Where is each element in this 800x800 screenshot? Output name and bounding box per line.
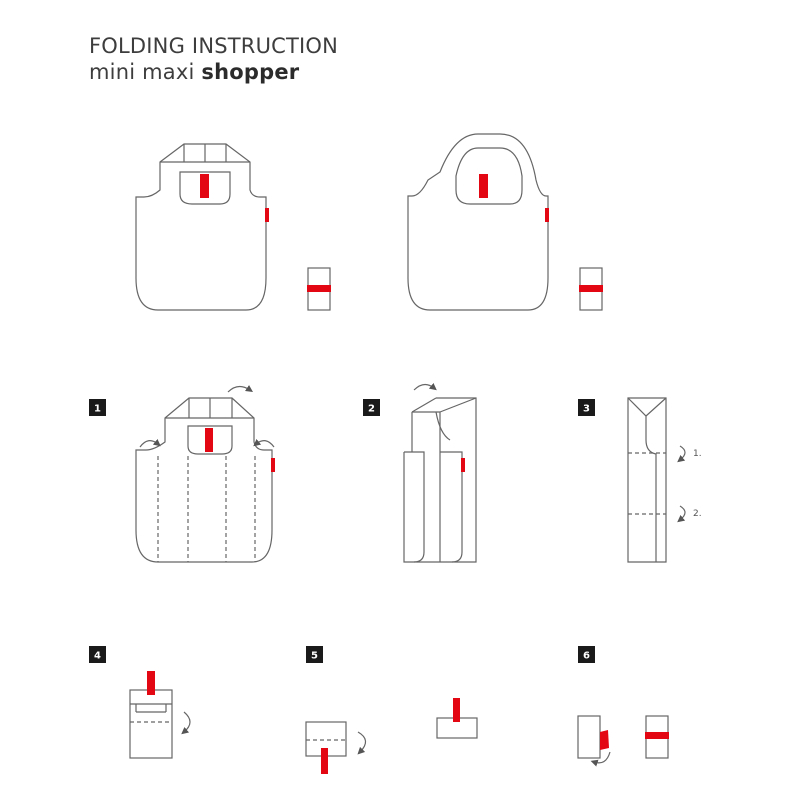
strap-icon bbox=[453, 698, 460, 722]
step-3-drawing bbox=[627, 397, 686, 563]
fold-arrow-icon bbox=[181, 711, 191, 735]
fold-arrow-icon bbox=[357, 731, 367, 755]
label-tag-icon bbox=[271, 458, 275, 472]
fold-arrow-icon bbox=[677, 445, 686, 463]
step-6-number: 6 bbox=[583, 651, 590, 662]
band-icon bbox=[579, 285, 603, 292]
step-5-badge: 5 bbox=[306, 646, 323, 663]
step-6-drawing bbox=[577, 715, 669, 767]
fold-label-2: 2. bbox=[693, 509, 702, 519]
step-4-number: 4 bbox=[94, 651, 101, 662]
page-title: FOLDING INSTRUCTION mini maxi shopper bbox=[89, 33, 338, 85]
fold-label-1: 1. bbox=[693, 449, 702, 459]
folded-pouch-2 bbox=[579, 267, 603, 311]
fold-arrow-icon bbox=[227, 385, 253, 393]
fold-arrow-icon bbox=[413, 382, 437, 391]
step-5-number: 5 bbox=[311, 651, 318, 662]
shopper-round-handle bbox=[407, 133, 549, 311]
label-tag-icon bbox=[265, 208, 269, 222]
fold-arrow-icon bbox=[590, 751, 611, 767]
step-6-badge: 6 bbox=[578, 646, 595, 663]
folded-pouch-1 bbox=[307, 267, 331, 311]
step-1-badge: 1 bbox=[89, 399, 106, 416]
step-2-drawing bbox=[403, 382, 477, 563]
title-product-name: shopper bbox=[201, 60, 300, 84]
strap-icon bbox=[479, 174, 488, 198]
title-line2: mini maxi shopper bbox=[89, 59, 338, 85]
step-4-badge: 4 bbox=[89, 646, 106, 663]
step-2-number: 2 bbox=[368, 404, 375, 415]
fold-arrow-icon bbox=[253, 438, 275, 448]
step-5-drawing bbox=[305, 698, 478, 774]
strap-icon bbox=[321, 748, 328, 774]
fold-arrow-icon bbox=[677, 505, 686, 523]
step-4-drawing bbox=[129, 671, 191, 759]
fold-arrow-icon bbox=[139, 438, 161, 448]
step-2-badge: 2 bbox=[363, 399, 380, 416]
step-1-number: 1 bbox=[94, 404, 101, 415]
label-tag-icon bbox=[461, 458, 465, 472]
label-tag-icon bbox=[545, 208, 549, 222]
step-3-badge: 3 bbox=[578, 399, 595, 416]
shopper-square-handle bbox=[135, 143, 269, 311]
step-3-number: 3 bbox=[583, 404, 590, 415]
strap-icon bbox=[147, 671, 155, 695]
title-product-prefix: mini maxi bbox=[89, 60, 202, 84]
step-1-drawing bbox=[135, 385, 275, 563]
strap-icon bbox=[205, 428, 213, 452]
title-line1: FOLDING INSTRUCTION bbox=[89, 34, 339, 58]
band-icon bbox=[307, 285, 331, 292]
band-icon bbox=[645, 732, 669, 739]
strap-icon bbox=[200, 174, 209, 198]
